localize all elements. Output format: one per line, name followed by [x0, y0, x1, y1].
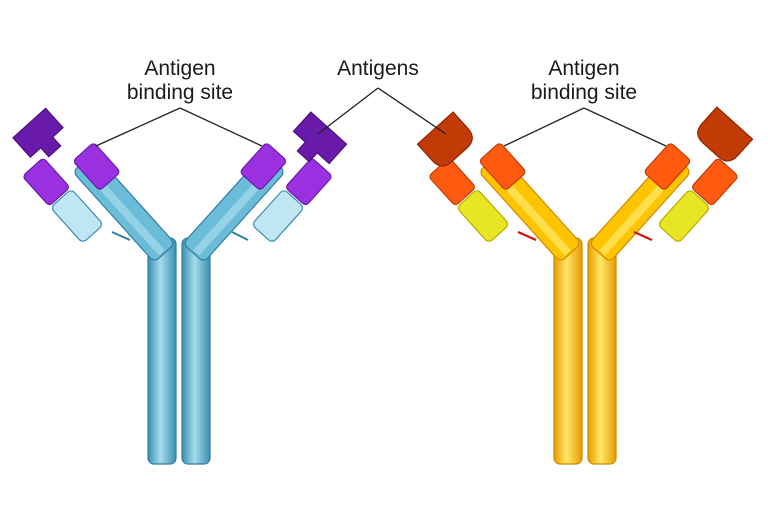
right-light-chain-right [659, 190, 710, 242]
left-variable-light-right [286, 158, 332, 206]
leader-left-binding-site-a [95, 107, 181, 147]
label-left-binding-site-line-1: Antigen [144, 57, 216, 80]
right-heavy-chain-stem-2 [587, 237, 617, 465]
left-variable-light-left [23, 158, 69, 206]
leader-lines [95, 87, 667, 147]
right-variable-light-left [429, 158, 475, 206]
left-antibody [12, 107, 348, 465]
right-variable-heavy-left [479, 143, 526, 190]
left-antigen-left [12, 107, 64, 158]
right-antibody [416, 106, 754, 465]
right-antigen-left [416, 111, 473, 167]
leader-right-binding-site-b [583, 107, 667, 147]
leader-antigens-a [317, 87, 379, 135]
label-right-antigen-binding-site: Antigen binding site [509, 57, 659, 105]
label-antigens-text: Antigens [337, 57, 419, 80]
left-light-chain-left [51, 190, 102, 242]
left-variable-heavy-right [240, 143, 287, 190]
right-heavy-chain-stem-1 [553, 237, 583, 465]
left-variable-heavy-left [73, 143, 120, 190]
left-heavy-chain-stem-1 [147, 237, 177, 465]
right-antigen-right [697, 106, 754, 162]
leader-left-binding-site-b [179, 107, 263, 147]
label-left-binding-site-line-2: binding site [126, 81, 234, 104]
left-light-chain-right [253, 190, 304, 242]
right-variable-light-right [692, 158, 738, 206]
right-light-chain-left [457, 190, 508, 242]
label-right-binding-site-line-2: binding site [530, 81, 638, 104]
leader-antigens-b [377, 87, 447, 135]
right-variable-heavy-right [644, 143, 691, 190]
left-antigen-right [292, 111, 348, 165]
label-right-binding-site-line-1: Antigen [548, 57, 620, 80]
leader-right-binding-site-a [503, 107, 585, 147]
left-heavy-chain-stem-2 [181, 237, 211, 465]
label-antigens: Antigens [318, 57, 438, 81]
label-left-antigen-binding-site: Antigen binding site [105, 57, 255, 105]
